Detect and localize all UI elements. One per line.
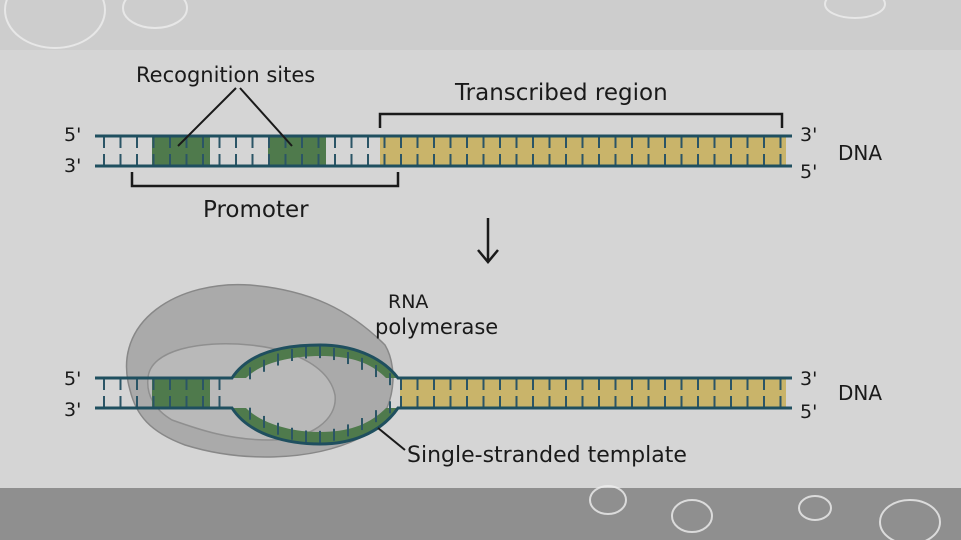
down-arrow-icon bbox=[477, 218, 499, 264]
bottom-three-prime-right: 3' bbox=[800, 368, 817, 390]
top-three-prime-right: 3' bbox=[800, 124, 817, 146]
recognition-site-2 bbox=[268, 136, 326, 166]
transcribed-region-bracket bbox=[378, 112, 784, 128]
top-three-prime-left: 3' bbox=[64, 155, 81, 177]
bottom-five-prime-left: 5' bbox=[64, 368, 81, 390]
recognition-pointer-1 bbox=[177, 87, 237, 147]
bottom-five-prime-right: 5' bbox=[800, 401, 817, 423]
bottom-three-prime-left: 3' bbox=[64, 399, 81, 421]
polymerase-label: polymerase bbox=[375, 315, 498, 339]
top-base-pair-rungs bbox=[103, 136, 782, 166]
promoter-label: Promoter bbox=[203, 197, 309, 223]
single-stranded-template-label: Single-stranded template bbox=[407, 443, 687, 468]
bottom-base-pair-rungs bbox=[103, 346, 782, 443]
bottom-dna-label: DNA bbox=[838, 381, 882, 405]
top-dna-label: DNA bbox=[838, 141, 882, 165]
bottom-transcribed-block bbox=[400, 378, 786, 408]
polymerase-inner-loop bbox=[147, 343, 336, 441]
top-five-prime-left: 5' bbox=[64, 124, 81, 146]
bubble-upper-strand-fill bbox=[232, 345, 398, 378]
bubble-lower-strand-fill bbox=[232, 408, 398, 444]
recognition-sites-label: Recognition sites bbox=[136, 63, 315, 87]
droplet-decorations bbox=[4, 0, 941, 540]
bottom-strand-lower bbox=[95, 406, 792, 446]
recognition-pointer-2 bbox=[239, 87, 293, 147]
top-band bbox=[0, 0, 961, 50]
recognition-site-1 bbox=[152, 136, 210, 166]
top-five-prime-right: 5' bbox=[800, 161, 817, 183]
bottom-recognition-site bbox=[152, 378, 210, 408]
template-pointer bbox=[377, 427, 406, 451]
top-dna bbox=[95, 134, 792, 168]
bottom-strand-upper bbox=[95, 343, 792, 380]
promoter-bracket bbox=[130, 172, 400, 188]
transcribed-region-label: Transcribed region bbox=[454, 80, 668, 106]
rna-label: RNA bbox=[388, 291, 428, 313]
bottom-dna bbox=[95, 343, 792, 446]
